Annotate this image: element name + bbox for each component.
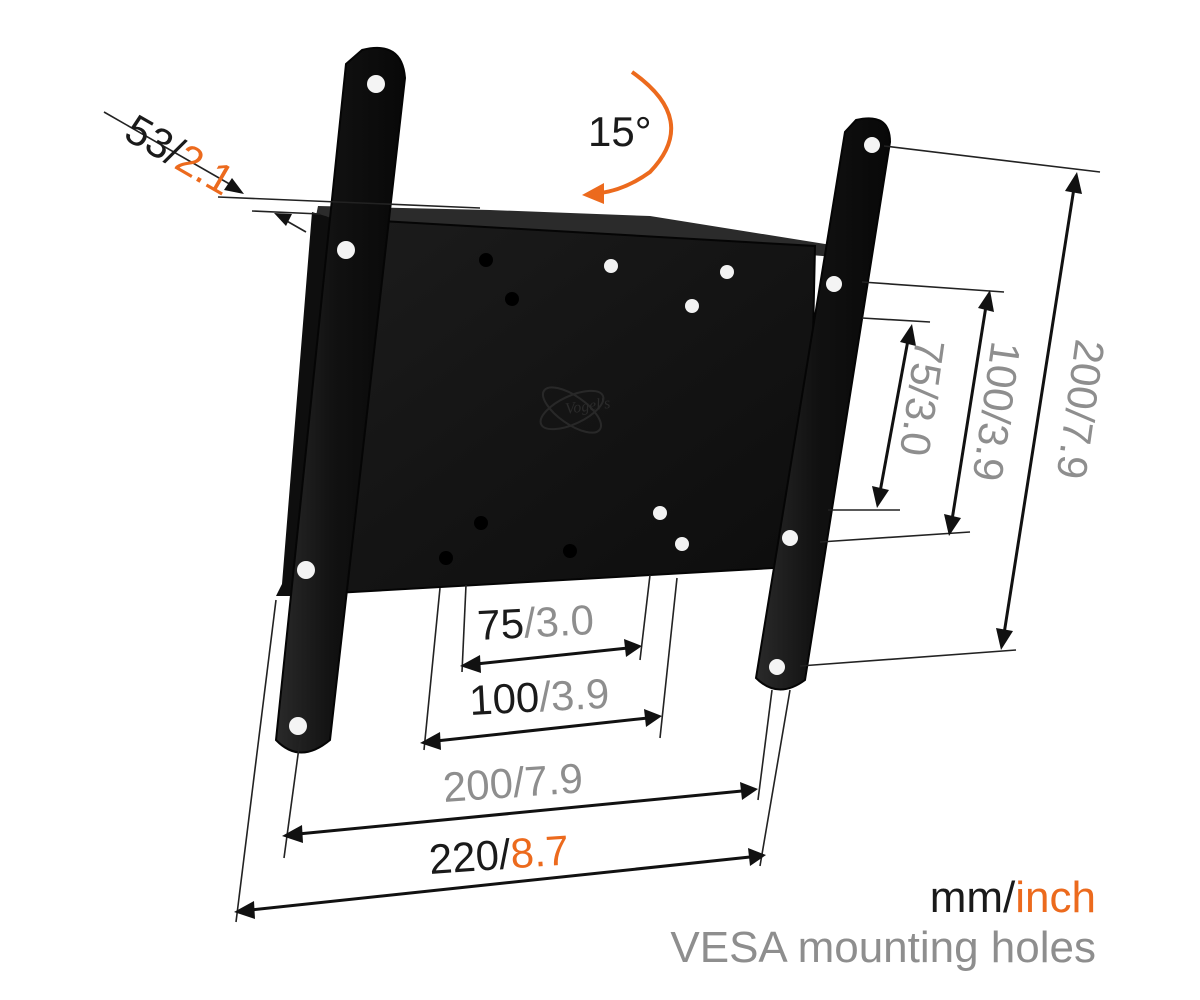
right-rail (754, 117, 892, 691)
dim-220-mm: 220 (427, 831, 500, 883)
svg-text:53/2.1: 53/2.1 (118, 105, 243, 204)
legend-unit-mm: mm (930, 873, 1003, 922)
dim-200-inch: 7.9 (523, 754, 585, 805)
dim-75-sep: / (523, 599, 537, 647)
vesa-hole (479, 253, 493, 267)
rail-hole (289, 717, 307, 735)
legend-unit-inch: inch (1015, 873, 1096, 922)
legend-caption: VESA mounting holes (670, 923, 1096, 972)
legend-unit-sep: / (1003, 873, 1016, 922)
rail-hole (367, 75, 385, 93)
svg-text:mm/inch: mm/inch (930, 873, 1096, 922)
vesa-hole (505, 292, 519, 306)
vesa-hole (604, 259, 618, 273)
vesa-hole (685, 299, 699, 313)
vesa-holes (439, 253, 734, 565)
dim-200-sep: / (511, 758, 526, 806)
dim-200-mm: 200 (441, 759, 514, 811)
dim-75-mm: 75 (476, 600, 525, 649)
dim-100-mm: 100 (468, 673, 540, 724)
tilt-arrowhead (582, 183, 604, 204)
brand-logo: Vogel's (539, 386, 611, 434)
brand-logo-text: Vogel's (564, 395, 611, 418)
legend: mm/inch VESA mounting holes (670, 873, 1096, 972)
vesa-hole (675, 537, 689, 551)
svg-text:200/7.9: 200/7.9 (441, 754, 584, 811)
rail-hole (826, 276, 842, 292)
tilt-arc-arrow (599, 70, 674, 195)
svg-text:220/8.7: 220/8.7 (427, 826, 570, 883)
left-rail (274, 46, 407, 754)
horizontal-dimensions: 75/3.0 100/3.9 200/7.9 220/8.7 (234, 574, 791, 923)
svg-text:100/3.9: 100/3.9 (468, 670, 610, 724)
dim-100-sep: / (538, 673, 552, 721)
dim-v200-text: 200/7.9 (1048, 337, 1114, 482)
rail-hole (782, 530, 798, 546)
rail-hole (769, 659, 785, 675)
tilt-indicator: 15° (582, 70, 674, 204)
vesa-hole (563, 544, 577, 558)
tilt-angle-label: 15° (588, 108, 652, 155)
dim-100-inch: 3.9 (550, 670, 611, 720)
svg-text:75/3.0: 75/3.0 (476, 596, 595, 649)
dim-220-inch: 8.7 (509, 826, 571, 877)
vesa-hole (474, 516, 488, 530)
rail-hole (864, 137, 880, 153)
dim-75-inch: 3.0 (534, 596, 595, 646)
rail-hole (337, 241, 355, 259)
rail-hole (297, 561, 315, 579)
vesa-hole (439, 551, 453, 565)
vesa-hole (653, 506, 667, 520)
dim-v100-text: 100/3.9 (964, 339, 1030, 484)
dim-220-sep: / (497, 830, 512, 878)
vesa-hole (720, 265, 734, 279)
wall-bracket: Vogel's (274, 46, 892, 754)
dim-v75-text: 75/3.0 (891, 337, 954, 459)
